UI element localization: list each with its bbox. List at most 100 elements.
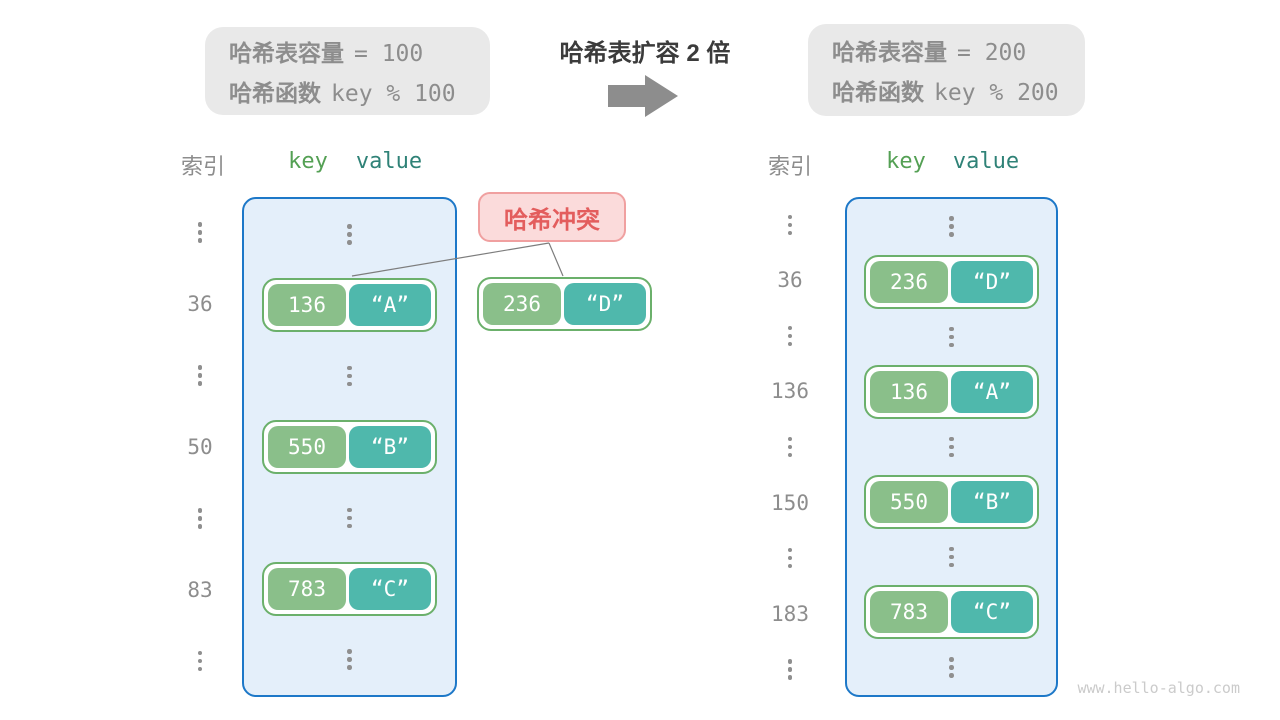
ellipsis-dots <box>347 224 352 245</box>
index-row <box>750 197 830 253</box>
bucket-row <box>847 199 1056 254</box>
hash-fn-value: key % 100 <box>331 81 456 107</box>
capacity-line: 哈希表容量 = 200 <box>832 33 1085 67</box>
capacity-line: 哈希表容量 = 100 <box>229 34 490 68</box>
index-label: 36 <box>187 292 213 317</box>
index-row: 50 <box>160 411 240 482</box>
index-row <box>160 197 240 268</box>
value-header-right: value <box>952 149 1020 174</box>
key-header-left: key <box>288 149 328 174</box>
key-cell: 550 <box>268 426 346 468</box>
index-row <box>750 642 830 698</box>
key-cell: 136 <box>268 284 346 327</box>
index-row <box>160 483 240 554</box>
bucket-row: 136“A” <box>244 270 455 341</box>
ellipsis-dots <box>787 436 793 458</box>
bucket-row: 550“B” <box>244 412 455 483</box>
bucket-row <box>244 341 455 412</box>
bucket-row <box>244 624 455 695</box>
value-cell: “B” <box>349 426 431 468</box>
bucket-row: 236“D” <box>847 254 1056 309</box>
colliding-pair: 236“D” <box>477 277 652 331</box>
ellipsis-dots <box>949 546 954 568</box>
index-row <box>750 530 830 586</box>
key-cell: 783 <box>268 567 346 610</box>
index-label: 150 <box>771 490 809 515</box>
key-cell: 783 <box>870 591 948 634</box>
bucket-row <box>847 309 1056 364</box>
ellipsis-dots <box>197 508 203 529</box>
bucket-row <box>847 419 1056 474</box>
bucket-array-right: 236“D” 136“A” 550“B” 783“C” <box>845 197 1058 697</box>
ellipsis-dots <box>949 436 954 458</box>
collision-badge: 哈希冲突 <box>478 192 626 242</box>
key-value-pair: 783“C” <box>262 561 437 616</box>
ellipsis-dots <box>949 216 954 237</box>
index-label: 136 <box>771 379 809 404</box>
value-cell: “D” <box>564 283 646 325</box>
key-value-pair: 136“A” <box>262 278 437 333</box>
key-value-pair: 136“A” <box>864 364 1039 419</box>
index-row <box>160 626 240 697</box>
hash-fn-value: key % 200 <box>934 80 1059 106</box>
index-row: 183 <box>750 586 830 642</box>
index-row: 136 <box>750 364 830 420</box>
key-value-pair: 236“D” <box>864 254 1039 309</box>
value-header-left: value <box>355 149 423 174</box>
index-row <box>750 308 830 364</box>
index-label: 50 <box>187 434 213 459</box>
value-cell: “A” <box>951 370 1033 413</box>
index-column-right: 36 136 150 183 <box>750 197 830 697</box>
ellipsis-dots <box>787 325 793 347</box>
value-cell: “B” <box>951 481 1033 524</box>
right-arrow-icon <box>604 73 682 119</box>
index-row <box>750 419 830 475</box>
index-header-left: 索引 <box>180 154 226 179</box>
index-row: 36 <box>750 253 830 309</box>
key-cell: 236 <box>483 283 561 325</box>
ellipsis-dots <box>949 326 954 348</box>
ellipsis-dots <box>347 365 352 387</box>
capacity-value: = 200 <box>957 40 1027 66</box>
value-cell: “A” <box>349 284 431 327</box>
config-box-before: 哈希表容量 = 100 哈希函数 key % 100 <box>205 27 490 115</box>
bucket-row: 783“C” <box>244 553 455 624</box>
index-row: 36 <box>160 268 240 339</box>
ellipsis-dots <box>787 547 793 569</box>
bucket-row <box>847 530 1056 585</box>
bucket-row <box>244 482 455 553</box>
index-header-right: 索引 <box>767 154 813 179</box>
index-row <box>160 340 240 411</box>
key-value-pair: 550“B” <box>262 420 437 474</box>
ellipsis-dots <box>787 214 793 236</box>
index-label: 83 <box>187 577 213 602</box>
config-box-after: 哈希表容量 = 200 哈希函数 key % 200 <box>808 24 1085 116</box>
index-row: 150 <box>750 475 830 531</box>
capacity-label: 哈希表容量 <box>229 40 344 66</box>
ellipsis-dots <box>949 657 954 678</box>
bucket-row <box>244 199 455 270</box>
ellipsis-dots <box>787 659 793 680</box>
ellipsis-dots <box>197 650 203 672</box>
value-cell: “C” <box>951 591 1033 634</box>
hash-fn-label: 哈希函数 <box>229 80 321 106</box>
value-cell: “C” <box>349 567 431 610</box>
key-cell: 136 <box>870 370 948 413</box>
capacity-label: 哈希表容量 <box>832 39 947 65</box>
bucket-row: 783“C” <box>847 585 1056 640</box>
hash-fn-line: 哈希函数 key % 200 <box>832 73 1085 107</box>
key-cell: 550 <box>870 481 948 524</box>
hash-fn-line: 哈希函数 key % 100 <box>229 74 490 108</box>
bucket-row: 136“A” <box>847 364 1056 419</box>
index-label: 36 <box>777 268 803 293</box>
ellipsis-dots <box>197 222 203 243</box>
bucket-array-left: 136“A” 550“B” 783“C” <box>242 197 457 697</box>
value-cell: “D” <box>951 260 1033 303</box>
watermark: www.hello-algo.com <box>1077 679 1240 697</box>
key-cell: 236 <box>870 260 948 303</box>
bucket-row: 550“B” <box>847 475 1056 530</box>
key-value-pair: 783“C” <box>864 585 1039 640</box>
key-header-right: key <box>886 149 926 174</box>
ellipsis-dots <box>347 649 352 670</box>
